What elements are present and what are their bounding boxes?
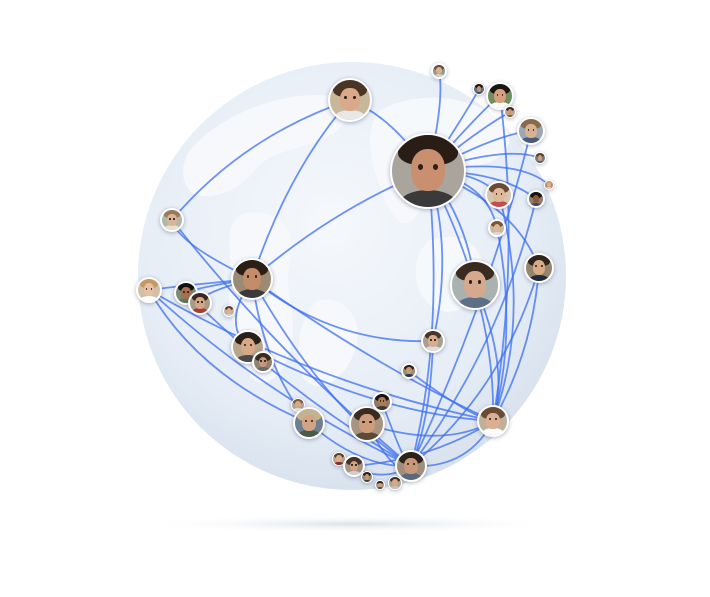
avatar — [349, 406, 385, 442]
globe-shadow — [137, 515, 567, 533]
avatar — [486, 82, 514, 110]
connection-line — [492, 267, 540, 422]
avatar — [544, 180, 554, 190]
avatar — [375, 480, 385, 490]
avatar — [390, 133, 466, 209]
avatar — [343, 455, 365, 477]
avatar — [231, 258, 273, 300]
avatar — [188, 291, 212, 315]
avatar — [136, 277, 162, 303]
avatar — [527, 190, 545, 208]
avatar — [524, 253, 554, 283]
connection-line — [251, 278, 412, 467]
avatar — [293, 407, 325, 439]
avatar — [431, 63, 447, 79]
avatar — [372, 392, 392, 412]
avatar — [223, 305, 235, 317]
connection-line — [410, 267, 540, 467]
connection-line — [148, 289, 412, 467]
avatar — [488, 219, 506, 237]
connection-line — [148, 289, 494, 422]
connection-line — [492, 194, 515, 422]
connection-line — [171, 99, 351, 221]
avatar — [160, 208, 184, 232]
connection-line — [410, 170, 435, 467]
connection-line — [353, 420, 494, 467]
avatar — [328, 78, 372, 122]
connection-line — [148, 289, 310, 424]
avatar — [450, 260, 500, 310]
avatar — [388, 476, 402, 490]
avatar — [477, 405, 509, 437]
avatar — [395, 450, 427, 482]
avatar — [252, 351, 274, 373]
avatar — [534, 152, 546, 164]
connection-line — [492, 95, 510, 422]
avatar — [332, 452, 346, 466]
connection-line — [492, 227, 508, 422]
avatar — [504, 106, 516, 118]
avatar — [361, 471, 373, 483]
avatar — [401, 363, 417, 379]
connection-line — [410, 198, 537, 467]
avatar — [517, 117, 545, 145]
avatar — [174, 281, 198, 305]
connection-line — [251, 278, 494, 422]
avatar — [485, 181, 513, 209]
avatar — [473, 83, 485, 95]
avatar — [421, 329, 445, 353]
